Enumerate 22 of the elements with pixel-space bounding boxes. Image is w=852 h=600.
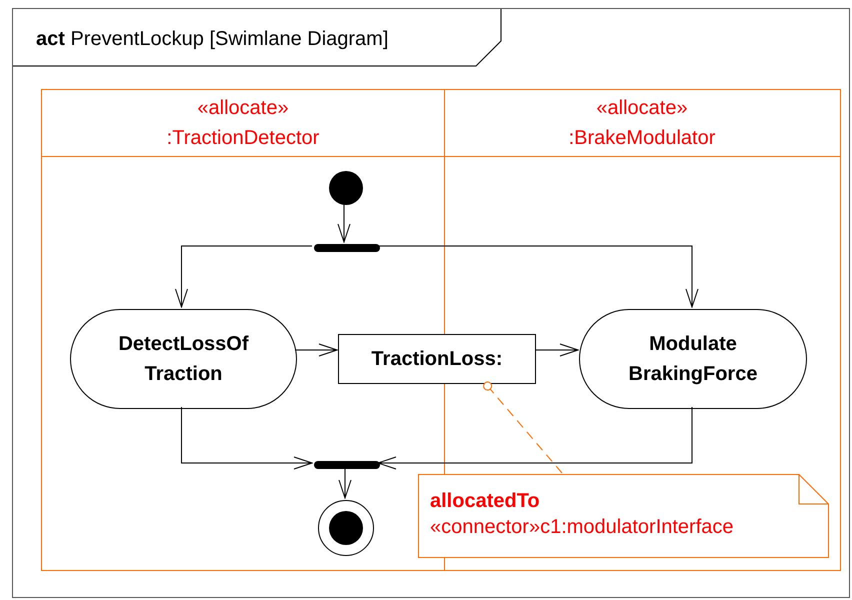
diagram-frame — [12, 8, 850, 598]
node-label: Modulate BrakingForce — [628, 332, 758, 387]
note-text: «connector»c1:modulatorInterface — [430, 515, 734, 540]
arrow — [175, 246, 312, 308]
dashed-connector — [483, 382, 562, 474]
lane-header: «allocate» :BrakeModulator — [568, 96, 716, 151]
arrow — [378, 406, 692, 470]
lane-header: «allocate» :TractionDetector — [166, 96, 320, 151]
arrow — [378, 246, 698, 308]
note-heading: allocatedTo — [430, 489, 540, 514]
node-label: DetectLossOf Traction — [117, 332, 250, 387]
arrow — [338, 466, 352, 498]
arrow — [181, 406, 312, 470]
arrow — [534, 344, 578, 356]
arrow — [338, 202, 350, 242]
fork-bar — [314, 244, 380, 252]
object-node — [338, 334, 536, 384]
node-label: TractionLoss: — [371, 347, 503, 372]
frame-title: act PreventLockup [Swimlane Diagram] — [36, 27, 388, 52]
initial-node — [329, 171, 363, 205]
join-bar — [314, 461, 380, 469]
arrow — [294, 344, 338, 356]
